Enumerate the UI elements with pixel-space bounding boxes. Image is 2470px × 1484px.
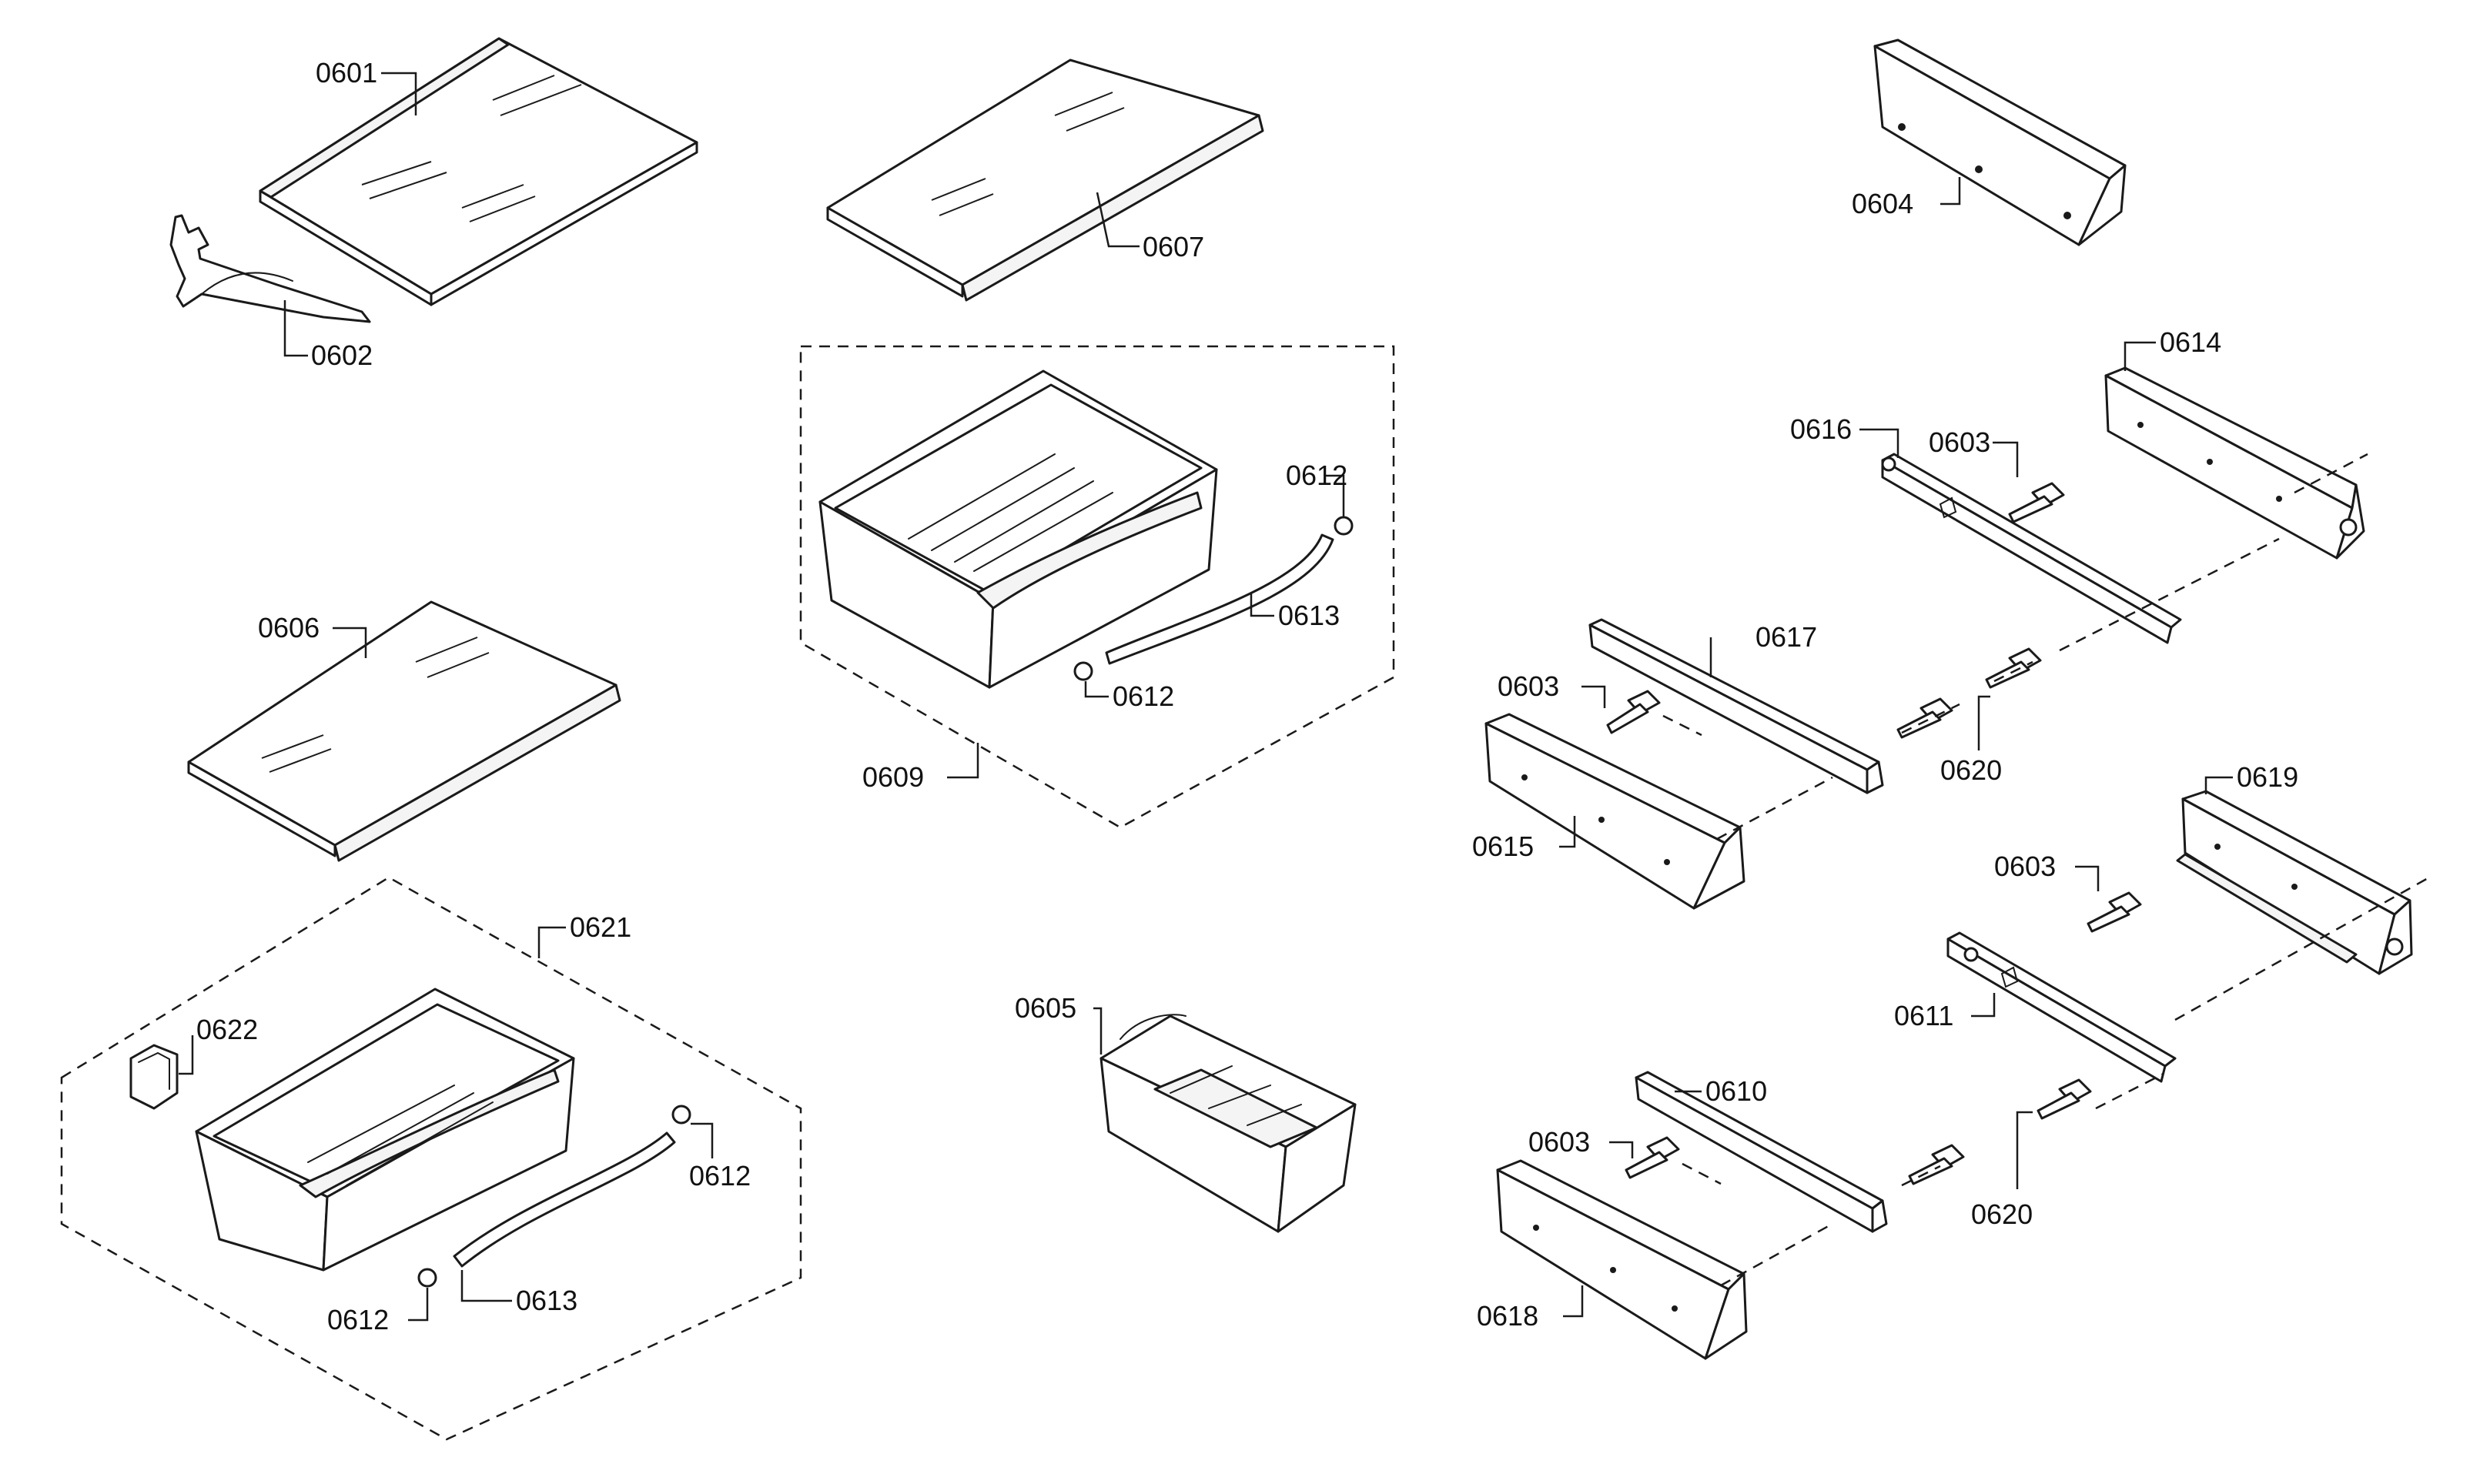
- fastener-0612-d[interactable]: [417, 1268, 437, 1288]
- end-cap-0615[interactable]: [1484, 713, 1745, 910]
- clip-0622[interactable]: [129, 1044, 179, 1110]
- screw-0603-a[interactable]: [2008, 482, 2065, 523]
- screw-0620-c[interactable]: [2037, 1078, 2092, 1120]
- label-0601: 0601: [316, 57, 417, 115]
- label-0603-a-text: 0603: [1929, 426, 1990, 458]
- label-0614: 0614: [2124, 326, 2221, 371]
- hose-0613-a[interactable]: [1105, 533, 1334, 665]
- label-0616: 0616: [1790, 413, 1899, 458]
- label-0603-d: 0603: [1528, 1126, 1634, 1158]
- label-0612-d-text: 0612: [327, 1304, 389, 1335]
- screw-0620-d[interactable]: [1908, 1144, 1965, 1185]
- label-0613-b-text: 0613: [516, 1285, 577, 1316]
- label-0606: 0606: [258, 612, 367, 658]
- glass-shelf-0607[interactable]: [826, 58, 1264, 302]
- fastener-0612-a[interactable]: [1334, 516, 1354, 536]
- label-0601-text: 0601: [316, 57, 377, 89]
- label-0610: 0610: [1675, 1075, 1767, 1107]
- label-0612-b-text: 0612: [1113, 680, 1174, 712]
- label-0611-text: 0611: [1894, 1000, 1953, 1031]
- end-cap-0618[interactable]: [1496, 1159, 1748, 1360]
- label-0603-a: 0603: [1929, 426, 2019, 477]
- label-0609: 0609: [862, 743, 979, 793]
- label-0617-text: 0617: [1755, 621, 1817, 653]
- screw-0603-d[interactable]: [1625, 1136, 1680, 1179]
- end-cap-0619[interactable]: [2176, 790, 2413, 975]
- alignment-line-upper: [1716, 453, 2368, 841]
- fastener-0612-b[interactable]: [1073, 661, 1093, 681]
- assembly-boundary-0609: [799, 345, 1395, 829]
- label-0620-a: 0620: [1940, 695, 2002, 786]
- label-0621-text: 0621: [570, 911, 631, 943]
- bracket-0610[interactable]: [1635, 1071, 1888, 1233]
- fastener-0612-c[interactable]: [671, 1105, 691, 1125]
- alignment-line-lower-b: [1682, 1162, 1722, 1185]
- label-0611: 0611: [1894, 993, 1996, 1031]
- end-cap-0614[interactable]: [2104, 366, 2365, 560]
- label-0610-text: 0610: [1705, 1075, 1767, 1107]
- label-0620-b: 0620: [1971, 1111, 2033, 1230]
- bracket-0617[interactable]: [1588, 618, 1884, 794]
- label-0605-text: 0605: [1015, 992, 1076, 1024]
- label-0612-d: 0612: [327, 1288, 429, 1335]
- hose-0613-b[interactable]: [453, 1131, 676, 1268]
- label-0618-text: 0618: [1477, 1300, 1538, 1332]
- alignment-line-upper-b: [1662, 660, 2033, 737]
- label-0609-text: 0609: [862, 761, 924, 793]
- label-0605: 0605: [1015, 992, 1103, 1055]
- label-0612-b: 0612: [1084, 680, 1174, 712]
- shelf-bracket-0602[interactable]: [169, 214, 371, 323]
- screw-0603-c[interactable]: [2087, 891, 2142, 933]
- label-0612-a-text: 0612: [1286, 460, 1347, 491]
- label-0613-a-text: 0613: [1278, 600, 1340, 631]
- label-0607: 0607: [1096, 192, 1204, 262]
- label-0602: 0602: [283, 300, 373, 371]
- crisper-drawer-0609[interactable]: [818, 369, 1218, 689]
- label-0613-a: 0613: [1250, 593, 1340, 631]
- storage-bin-0605[interactable]: [1099, 1014, 1357, 1233]
- label-0619-text: 0619: [2237, 761, 2298, 793]
- label-0604-text: 0604: [1852, 188, 1913, 219]
- label-0613-b: 0613: [460, 1270, 577, 1316]
- assembly-boundary-0621: [60, 876, 802, 1441]
- label-0617: 0617: [1709, 621, 1817, 677]
- label-0612-c: 0612: [689, 1122, 751, 1192]
- label-0614-text: 0614: [2160, 326, 2221, 358]
- label-0602-text: 0602: [311, 339, 373, 371]
- label-0621: 0621: [537, 911, 631, 958]
- slide-rail-0616[interactable]: [1881, 453, 2182, 644]
- label-0622: 0622: [179, 1014, 258, 1075]
- label-0607-text: 0607: [1143, 231, 1204, 262]
- alignment-line-lower: [1720, 876, 2430, 1287]
- label-0606-text: 0606: [258, 612, 320, 643]
- label-0616-text: 0616: [1790, 413, 1852, 445]
- label-0618: 0618: [1477, 1285, 1584, 1332]
- cover-0604[interactable]: [1873, 38, 2127, 246]
- screw-0603-b[interactable]: [1606, 690, 1661, 734]
- slide-rail-0611[interactable]: [1946, 931, 2177, 1083]
- label-0619: 0619: [2204, 761, 2298, 794]
- glass-shelf-0606[interactable]: [187, 600, 621, 862]
- label-0604: 0604: [1852, 177, 1961, 219]
- glass-shelf-0601[interactable]: [259, 37, 698, 306]
- label-0620-b-text: 0620: [1971, 1198, 2033, 1230]
- label-0612-c-text: 0612: [689, 1160, 751, 1192]
- label-0622-text: 0622: [196, 1014, 258, 1045]
- label-0603-d-text: 0603: [1528, 1126, 1590, 1158]
- label-0615: 0615: [1472, 816, 1576, 862]
- label-0603-c-text: 0603: [1994, 851, 2056, 882]
- label-0620-a-text: 0620: [1940, 754, 2002, 786]
- freshness-drawer-0621[interactable]: [195, 988, 575, 1272]
- label-0603-b: 0603: [1498, 670, 1606, 708]
- label-0612-a: 0612: [1286, 460, 1347, 517]
- label-0615-text: 0615: [1472, 831, 1534, 862]
- label-0603-c: 0603: [1994, 851, 2100, 891]
- label-0603-b-text: 0603: [1498, 670, 1559, 702]
